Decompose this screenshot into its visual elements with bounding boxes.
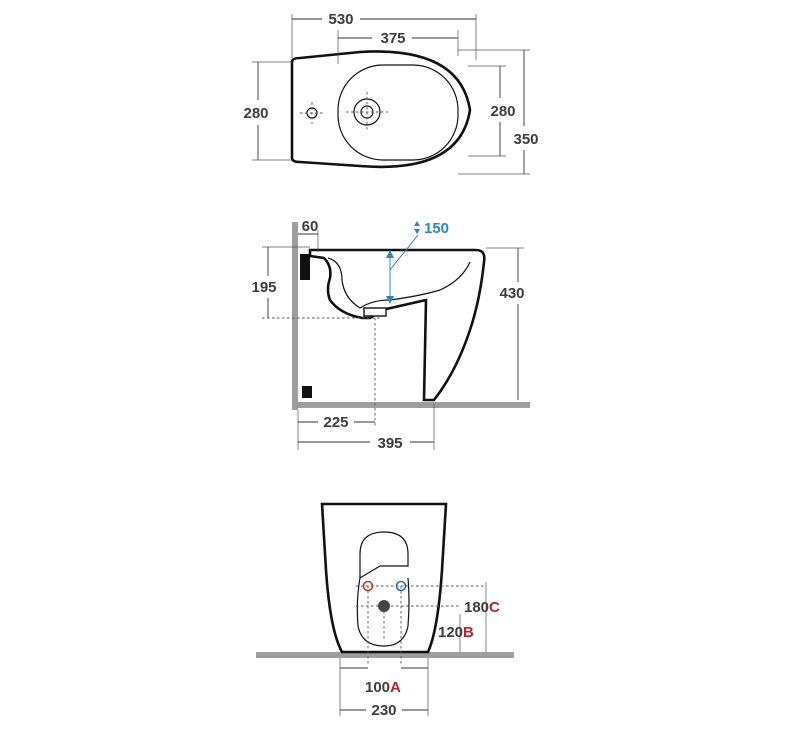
dim-side-outlet-height: 195 <box>251 279 276 296</box>
ref-letter-b: B <box>463 624 474 641</box>
dim-top-depth-left: 280 <box>243 105 268 122</box>
dim-side-total-depth: 395 <box>377 435 402 452</box>
dim-rear-base-width: 230 <box>371 702 396 719</box>
dim-rear-inlet-spacing: 100A <box>365 679 401 696</box>
dim-side-outlet-distance: 225 <box>323 414 348 431</box>
dim-top-depth-inner: 280 <box>490 103 515 120</box>
rear-outlet <box>378 600 390 612</box>
dim-rear-inlet-height: 180C <box>464 599 500 616</box>
wall-fixing-top <box>300 254 310 280</box>
dim-rear-outlet-height: 120B <box>438 624 474 641</box>
dim-top-depth-outer: 350 <box>513 131 538 148</box>
ref-letter-a: A <box>390 679 401 696</box>
rear-view: 180C 120B 100A 230 <box>256 502 514 719</box>
side-view-body <box>308 248 486 402</box>
ref-letter-c: C <box>489 599 500 616</box>
rear-view-body <box>320 502 448 654</box>
wall <box>292 222 298 410</box>
top-view: 530 375 280 280 350 <box>243 11 539 175</box>
dim-side-water-level: 150 <box>424 220 449 237</box>
hot-inlet <box>362 580 374 592</box>
rear-opening <box>359 531 409 580</box>
side-view-bowl-line <box>327 257 471 309</box>
rear-cavity <box>356 577 410 647</box>
dim-top-width-bowl: 375 <box>380 30 405 47</box>
side-outlet <box>363 307 387 317</box>
rear-floor <box>256 652 514 658</box>
side-floor <box>292 402 530 408</box>
top-view-bowl <box>337 64 459 161</box>
dim-side-total-height: 430 <box>499 285 524 302</box>
dim-top-width-total: 530 <box>328 11 353 28</box>
cold-inlet <box>395 580 407 592</box>
wall-fixing-bottom <box>302 386 312 398</box>
top-view-outline <box>290 50 472 169</box>
dim-side-wall-gap: 60 <box>302 218 319 235</box>
side-view: 60 150 195 430 225 395 <box>251 218 530 452</box>
